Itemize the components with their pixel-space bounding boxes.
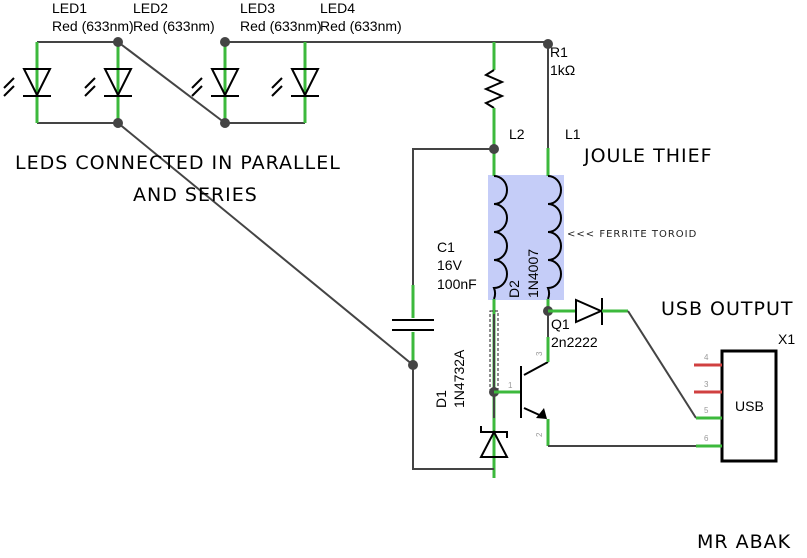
l1-ref: L1 (565, 126, 581, 142)
leds-note-line1: LEDS CONNECTED IN PARALLEL (15, 152, 341, 174)
c1-value: 100nF (437, 276, 477, 292)
led1-value: Red (633nm) (52, 18, 134, 34)
d1-ref: D1 (433, 390, 449, 408)
d2-value: 1N4007 (525, 249, 541, 298)
author-credit: MR ABAK (697, 531, 791, 553)
led2-ref: LED2 (133, 0, 168, 16)
leds-note-line2: AND SERIES (133, 184, 258, 206)
joule-thief-title: JOULE THIEF (583, 145, 713, 167)
c1-capacitor (392, 148, 494, 470)
pin-5: 5 (704, 406, 709, 415)
c1-voltage: 16V (437, 257, 463, 273)
d2-ref: D2 (506, 280, 522, 298)
led1-ref: LED1 (52, 0, 87, 16)
q1-pin-2: 2 (535, 432, 544, 437)
q1-transistor (494, 311, 700, 447)
usb-output-title: USB OUTPUT (661, 298, 793, 320)
ferrite-toroid-highlight (488, 175, 564, 300)
pin-6: 6 (704, 434, 709, 443)
pin-4: 4 (704, 353, 709, 362)
led4-ref: LED4 (320, 0, 355, 16)
led3-value: Red (633nm) (240, 18, 322, 34)
led3-symbol (191, 42, 240, 123)
l2-ref: L2 (509, 126, 525, 142)
d1-value: 1N4732A (451, 349, 467, 408)
led2-symbol (84, 42, 133, 123)
q1-pin-3: 3 (535, 351, 544, 356)
r1-ref: R1 (550, 44, 568, 60)
led-array (3, 37, 548, 366)
pin-3: 3 (704, 380, 709, 389)
ferrite-toroid-note: <<< FERRITE TOROID (567, 229, 697, 240)
led1-symbol (3, 42, 52, 123)
d2-diode (543, 298, 697, 419)
q1-value: 2n2222 (551, 334, 598, 350)
led4-value: Red (633nm) (320, 18, 402, 34)
r1-value: 1kΩ (550, 62, 575, 78)
c1-ref: C1 (437, 239, 455, 255)
x1-ref: X1 (778, 331, 795, 347)
q1-pin-1: 1 (508, 381, 513, 390)
led4-symbol (271, 42, 320, 123)
led2-value: Red (633nm) (133, 18, 215, 34)
led3-ref: LED3 (240, 0, 275, 16)
usb-body-label: USB (735, 398, 764, 414)
usb-connector: USB (694, 349, 778, 463)
r1-resistor (483, 42, 505, 148)
q1-ref: Q1 (551, 316, 570, 332)
